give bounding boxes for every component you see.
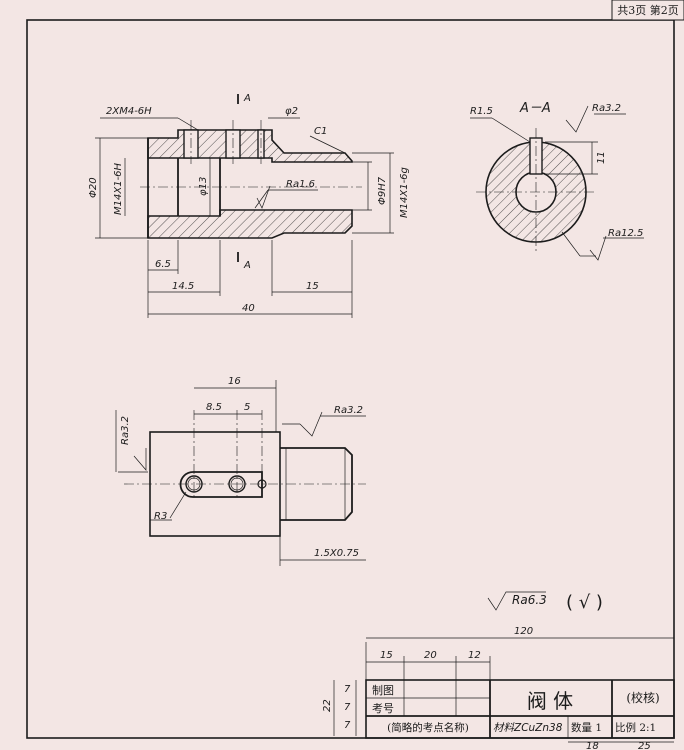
title-block: 120 15 20 12 22 7 7 7 制图 考号 阀 体 (校核) (简略…: [322, 626, 675, 750]
page-info-box: [611, 0, 684, 21]
dim-left-thread: M14X1-6H: [113, 162, 124, 215]
dim-right-thread: M14X1-6g: [399, 167, 410, 218]
tb-col-12: 12: [468, 650, 481, 661]
general-roughness-value: Ra6.3: [512, 593, 547, 607]
page-info: 共3页 第2页: [617, 3, 679, 17]
dim-len-a: 6.5: [155, 259, 171, 270]
dim-top-5: 5: [244, 402, 250, 413]
section-view: A－A R1.5 Ra3.2 11 Ra12.5: [470, 101, 644, 261]
drawing-frame: [26, 19, 675, 739]
dim-roughness-section-outer: Ra12.5: [608, 228, 643, 239]
section-mark-bottom: A: [243, 260, 251, 271]
tb-check-label: (校核): [626, 690, 659, 705]
tb-exam-point: (简略的考点名称): [387, 721, 469, 734]
dim-total-len: 40: [242, 303, 255, 314]
dim-thread-holes: 2XM4-6H: [106, 106, 152, 117]
tb-col-18: 18: [586, 741, 599, 750]
section-mark-top: A: [243, 93, 251, 104]
dim-top-roughness-top: Ra3.2: [334, 405, 363, 416]
dim-top-radius: R3: [154, 511, 167, 522]
dim-top-thread: 1.5X0.75: [314, 548, 359, 559]
dim-top-roughness-left: Ra3.2: [120, 416, 131, 445]
dim-len-b: 14.5: [172, 281, 194, 292]
tb-drawn-label: 制图: [372, 684, 394, 697]
dim-height-11: 11: [596, 151, 607, 164]
dim-outer-dia: Φ20: [88, 177, 99, 198]
tb-material: 材料ZCuZn38: [493, 722, 563, 734]
tb-height-22: 22: [322, 699, 333, 712]
tb-row-7b: 7: [344, 702, 351, 713]
general-roughness: Ra6.3 ( √ ): [487, 591, 603, 613]
dim-top-8-5: 8.5: [206, 402, 222, 413]
tb-col-15: 15: [380, 650, 393, 661]
dim-radius-section: R1.5: [470, 106, 493, 117]
dim-small-hole: φ2: [285, 106, 298, 117]
dim-roughness-main: Ra1.6: [286, 179, 315, 190]
tb-overall-width: 120: [514, 626, 533, 637]
tb-part-name: 阀 体: [527, 689, 573, 713]
tb-row-7a: 7: [344, 684, 351, 695]
general-roughness-remainder: ( √ ): [566, 592, 603, 613]
tb-exam-no-label: 考号: [372, 702, 394, 715]
tb-quantity: 数量 1: [571, 721, 602, 734]
dim-chamfer: C1: [314, 126, 327, 137]
dim-inner-dia: φ13: [198, 177, 209, 196]
main-view: A A: [88, 93, 410, 318]
dim-roughness-section-top: Ra3.2: [592, 103, 621, 114]
tb-row-7c: 7: [344, 720, 351, 731]
dim-len-c: 15: [306, 281, 319, 292]
tb-col-20: 20: [424, 650, 437, 661]
dim-top-16: 16: [228, 376, 241, 387]
tb-scale: 比例 2:1: [615, 721, 656, 734]
dim-bore: Φ9H7: [377, 176, 388, 205]
tb-col-25: 25: [638, 741, 651, 750]
top-view: 16 8.5 5 Ra3.2 Ra3.2 R3 1.5X0.75: [115, 376, 366, 566]
section-title: A－A: [519, 101, 551, 116]
